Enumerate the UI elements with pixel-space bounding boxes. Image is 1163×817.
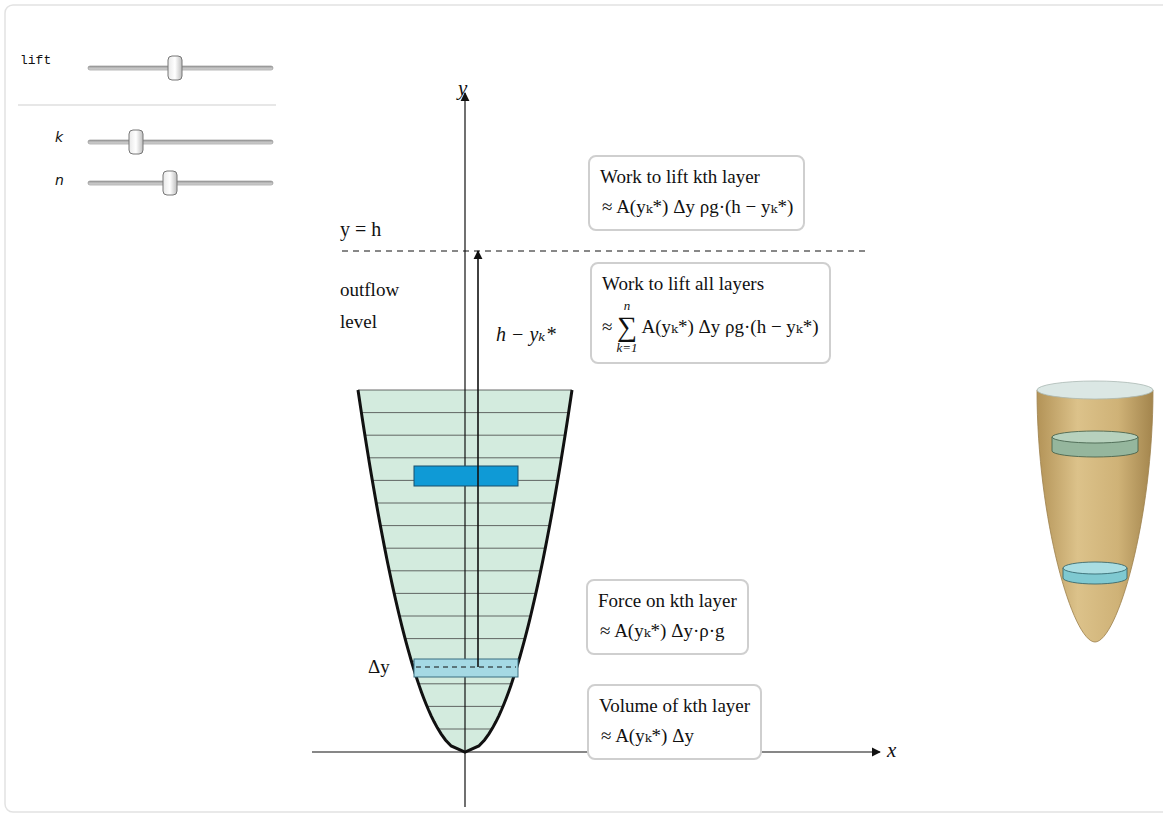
lift-arrow (477, 251, 479, 667)
sum-symbol: n∑k=1 (616, 299, 637, 355)
box-heading: Work to lift kth layer (600, 162, 793, 192)
formula-box: Work to lift all layers≈n∑k=1A(yₖ*) Δy ρ… (590, 262, 831, 364)
level-note: outflow level (340, 274, 420, 338)
formula-row: ≈n∑k=1A(yₖ*) Δy ρg·(h − yₖ*) (602, 299, 819, 355)
paraboloid-3d (1037, 381, 1153, 642)
outflow-line (342, 251, 868, 252)
sum-limit: n (624, 299, 631, 313)
kth-layer (414, 659, 518, 677)
box-heading: Work to lift all layers (602, 269, 819, 299)
box-heading: Force on kth layer (598, 586, 737, 616)
axis-label: y (458, 76, 467, 101)
level-label: y = h (340, 218, 381, 241)
formula-box: Volume of kth layer≈ A(yₖ*) Δy (587, 684, 762, 760)
distance-label: h − yₖ* (496, 322, 556, 346)
frame (5, 5, 1163, 812)
formula-box: Force on kth layer≈ A(yₖ*) Δy·ρ·g (586, 579, 749, 655)
formula-symbol: ≈ (602, 312, 612, 342)
thickness-label: Δy (368, 656, 390, 678)
axis-label: x (887, 738, 896, 763)
slider-panel (18, 56, 276, 195)
slider-label: n (55, 172, 64, 188)
sum-sign: ∑ (617, 313, 637, 341)
slider-label: k (55, 129, 63, 145)
slider-label: lift (20, 53, 51, 68)
lifted-layer (414, 466, 518, 486)
sum-limit: k=1 (616, 341, 637, 355)
layer-midline (416, 667, 516, 668)
formula: ≈ A(yₖ*) Δy·ρ·g (598, 616, 737, 646)
formula: ≈ A(yₖ*) Δy (599, 721, 750, 751)
formula-box: Work to lift kth layer≈ A(yₖ*) Δy ρg·(h … (588, 155, 805, 231)
formula: A(yₖ*) Δy ρg·(h − yₖ*) (641, 312, 818, 342)
y-axis (464, 93, 465, 807)
box-heading: Volume of kth layer (599, 691, 750, 721)
formula: ≈ A(yₖ*) Δy ρg·(h − yₖ*) (600, 192, 793, 222)
